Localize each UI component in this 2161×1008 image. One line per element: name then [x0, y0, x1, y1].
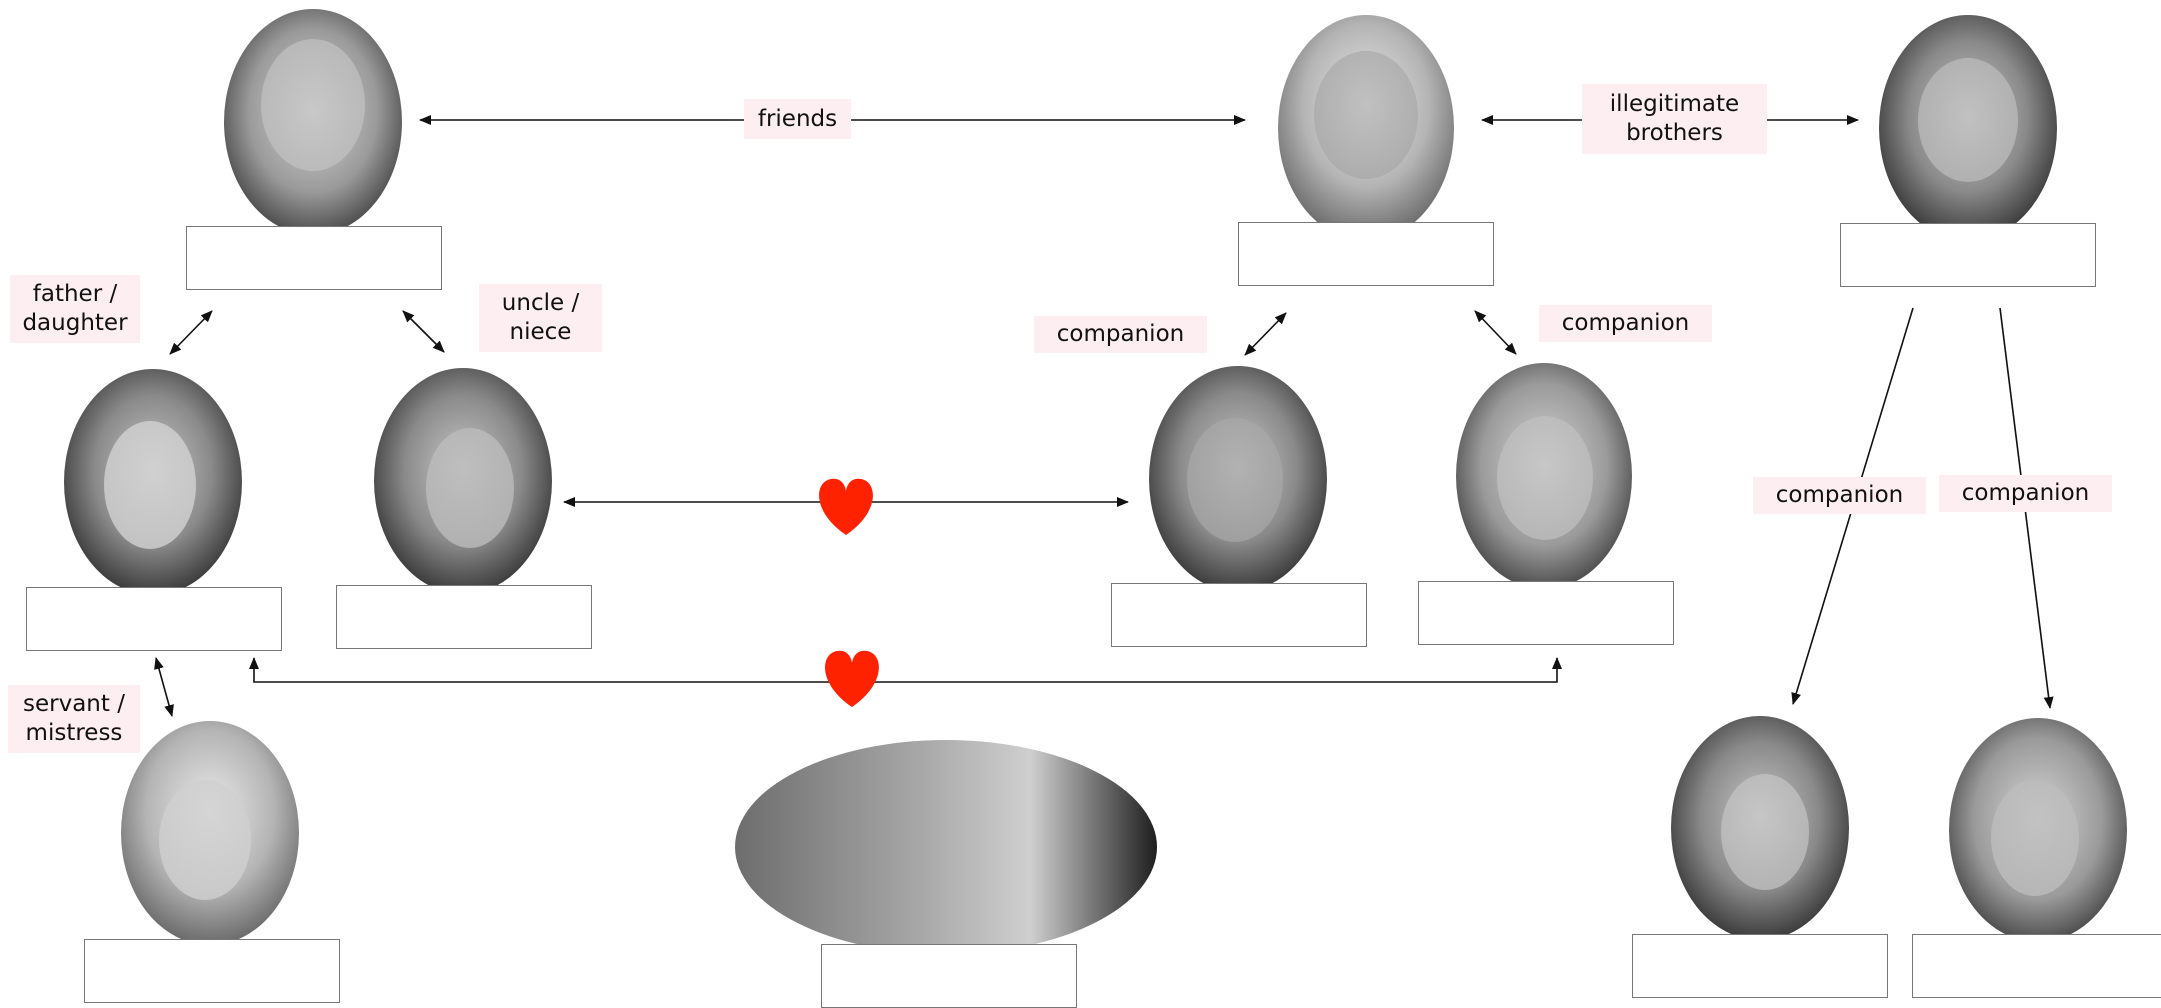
portraits	[64, 9, 2127, 954]
label-companion-right-right: companion	[1939, 475, 2112, 512]
portrait-two-men-scene	[735, 740, 1157, 954]
portrait-top-right-man	[1879, 15, 2057, 241]
label-companion-center-right: companion	[1539, 305, 1712, 342]
label-companion-center-left: companion	[1034, 316, 1207, 353]
servant-mistress-connector	[154, 657, 174, 717]
name-box-bearded-man[interactable]	[1111, 583, 1367, 647]
portrait-top-center-man	[1278, 15, 1454, 241]
label-uncle-niece: uncle / niece	[479, 284, 602, 352]
portrait-long-haired-man	[1671, 716, 1849, 940]
name-box-two-men-scene[interactable]	[821, 944, 1077, 1008]
father-daughter-connector	[169, 310, 213, 355]
label-companion-right-left: companion	[1753, 477, 1926, 514]
portrait-dark-haired-woman	[374, 368, 552, 594]
label-friends: friends	[744, 99, 851, 139]
heart-icon	[825, 650, 879, 707]
label-father-daughter: father / daughter	[10, 275, 140, 343]
portrait-blonde-bob-woman	[1949, 718, 2127, 942]
portrait-blonde-maid	[121, 721, 299, 945]
name-box-blonde-bob-woman[interactable]	[1912, 934, 2161, 998]
portrait-young-man	[1456, 363, 1632, 589]
name-box-long-haired-man[interactable]	[1632, 934, 1888, 998]
romance-lower-connector	[249, 657, 1562, 683]
name-box-top-left-man[interactable]	[186, 226, 442, 290]
name-box-smiling-woman[interactable]	[26, 587, 282, 651]
name-box-young-man[interactable]	[1418, 581, 1674, 645]
label-illegitimate-brothers: illegitimate brothers	[1582, 84, 1767, 154]
portrait-top-left-man	[224, 9, 402, 235]
name-box-top-right-man[interactable]	[1840, 223, 2096, 287]
heart-icon	[819, 478, 873, 535]
portrait-bearded-man	[1149, 366, 1327, 592]
uncle-niece-connector	[402, 310, 445, 353]
companion-center-left-connector	[1244, 312, 1287, 356]
companion-center-right-connector	[1474, 310, 1517, 355]
portrait-smiling-woman	[64, 369, 242, 595]
label-servant-mistress: servant / mistress	[8, 685, 140, 753]
name-box-top-center-man[interactable]	[1238, 222, 1494, 286]
name-box-blonde-maid[interactable]	[84, 939, 340, 1003]
name-box-dark-haired-woman[interactable]	[336, 585, 592, 649]
